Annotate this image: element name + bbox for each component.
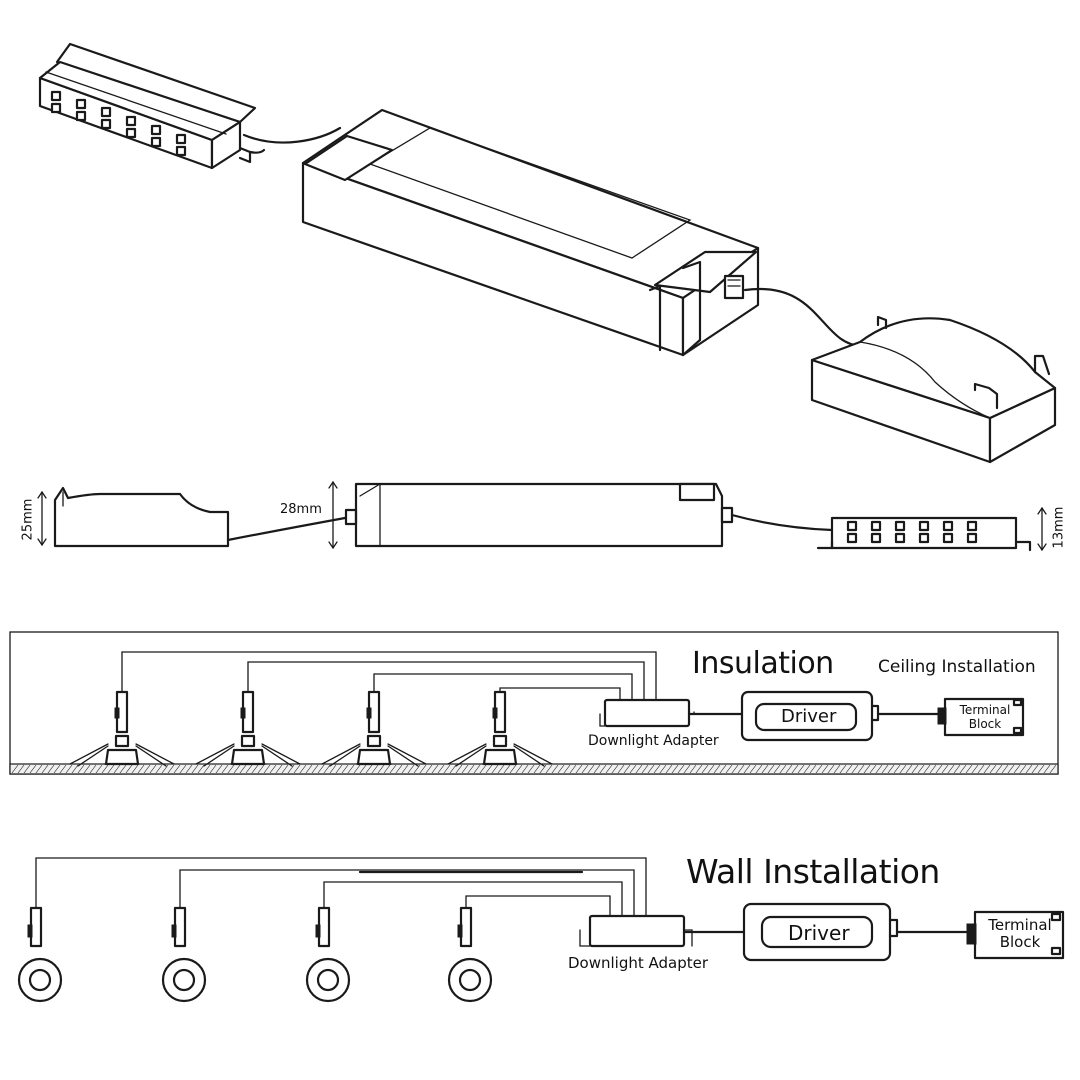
terminal-side-profile: [816, 516, 1032, 552]
terminal-block-icon: [38, 42, 266, 170]
downlight-adapter-icon: [599, 698, 695, 728]
downlight-fixture-icon: [161, 906, 207, 1003]
wall-installation-section: [17, 857, 1065, 1003]
adapter-side-profile: [53, 486, 230, 548]
terminal-label-line2: Block: [968, 717, 1002, 731]
downlight-adapter-icon: [579, 914, 693, 948]
wall-adapter-label: Downlight Adapter: [568, 954, 709, 972]
ceiling-installation-section: [9, 631, 1059, 775]
wall-driver-label: Driver: [788, 921, 850, 945]
led-driver-icon: [740, 690, 880, 742]
ceiling-driver-label: Driver: [781, 706, 837, 727]
terminal-label-line2: Block: [999, 933, 1041, 951]
insulation-label: Insulation: [692, 646, 834, 681]
terminal-label-line1: Terminal: [959, 703, 1011, 717]
wall-terminal-label: Terminal Block: [983, 917, 1057, 951]
ceiling-terminal-label: Terminal Block: [954, 703, 1016, 731]
downlight-fixture-icon: [447, 906, 493, 1003]
terminal-block-icon: [966, 910, 1065, 960]
terminal-height-dimension: 13mm: [1051, 506, 1067, 549]
downlight-fixture-icon: [321, 690, 427, 767]
terminal-block-icon: [937, 697, 1025, 737]
downlight-adapter-icon: [810, 315, 1057, 464]
led-driver-icon: [301, 108, 760, 357]
driver-side-profile: [344, 482, 734, 548]
downlight-fixture-icon: [69, 690, 175, 767]
downlight-fixture-icon: [305, 906, 351, 1003]
driver-height-dimension: 28mm: [280, 502, 322, 517]
terminal-label-line1: Terminal: [988, 916, 1052, 934]
wall-installation-title: Wall Installation: [686, 852, 940, 891]
downlight-fixture-icon: [195, 690, 301, 767]
adapter-height-dimension: 25mm: [20, 498, 36, 541]
downlight-fixture-icon: [17, 906, 63, 1003]
ceiling-installation-title: Ceiling Installation: [878, 657, 1036, 677]
led-driver-icon: [742, 902, 899, 962]
downlight-fixture-icon: [447, 690, 553, 767]
ceiling-adapter-label: Downlight Adapter: [588, 733, 719, 749]
